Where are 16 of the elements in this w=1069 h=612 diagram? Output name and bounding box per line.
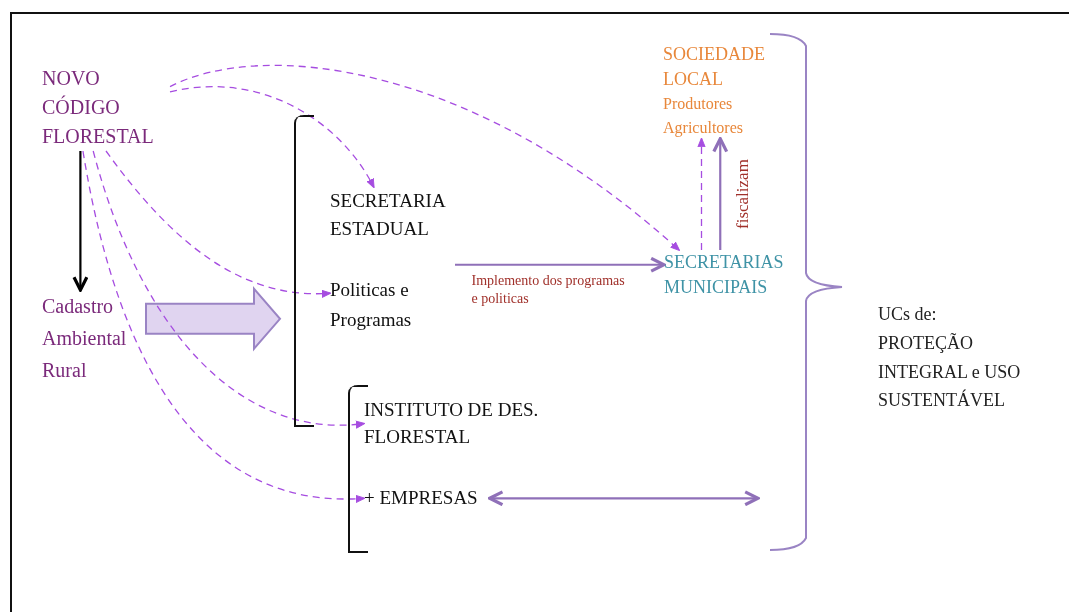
node-label: Produtores Agricultores	[663, 94, 744, 139]
arrow	[455, 256, 666, 273]
node-label: NOVO CÓDIGO FLORESTAL	[42, 66, 155, 149]
dashed-arrow	[169, 65, 681, 252]
node-label: Cadastro Ambiental Rural	[42, 294, 128, 383]
node-label: UCs de: PROTEÇÃO INTEGRAL e USO SUSTENTÁVEL	[878, 303, 1022, 413]
node-label: SECRETARIAS MUNICIPAIS	[664, 251, 785, 300]
node-label: SECRETARIA ESTADUAL	[330, 189, 447, 241]
arrow	[712, 137, 729, 250]
block-arrow	[145, 286, 282, 352]
arrow	[72, 151, 89, 292]
dashed-arrow	[697, 137, 706, 251]
node-label: INSTITUTO DE DES. FLORESTAL	[364, 398, 540, 449]
node-label: SOCIEDADE LOCAL	[663, 43, 766, 92]
node-label: + EMPRESAS	[364, 486, 478, 510]
node-label: Politicas e Programas	[330, 278, 413, 333]
